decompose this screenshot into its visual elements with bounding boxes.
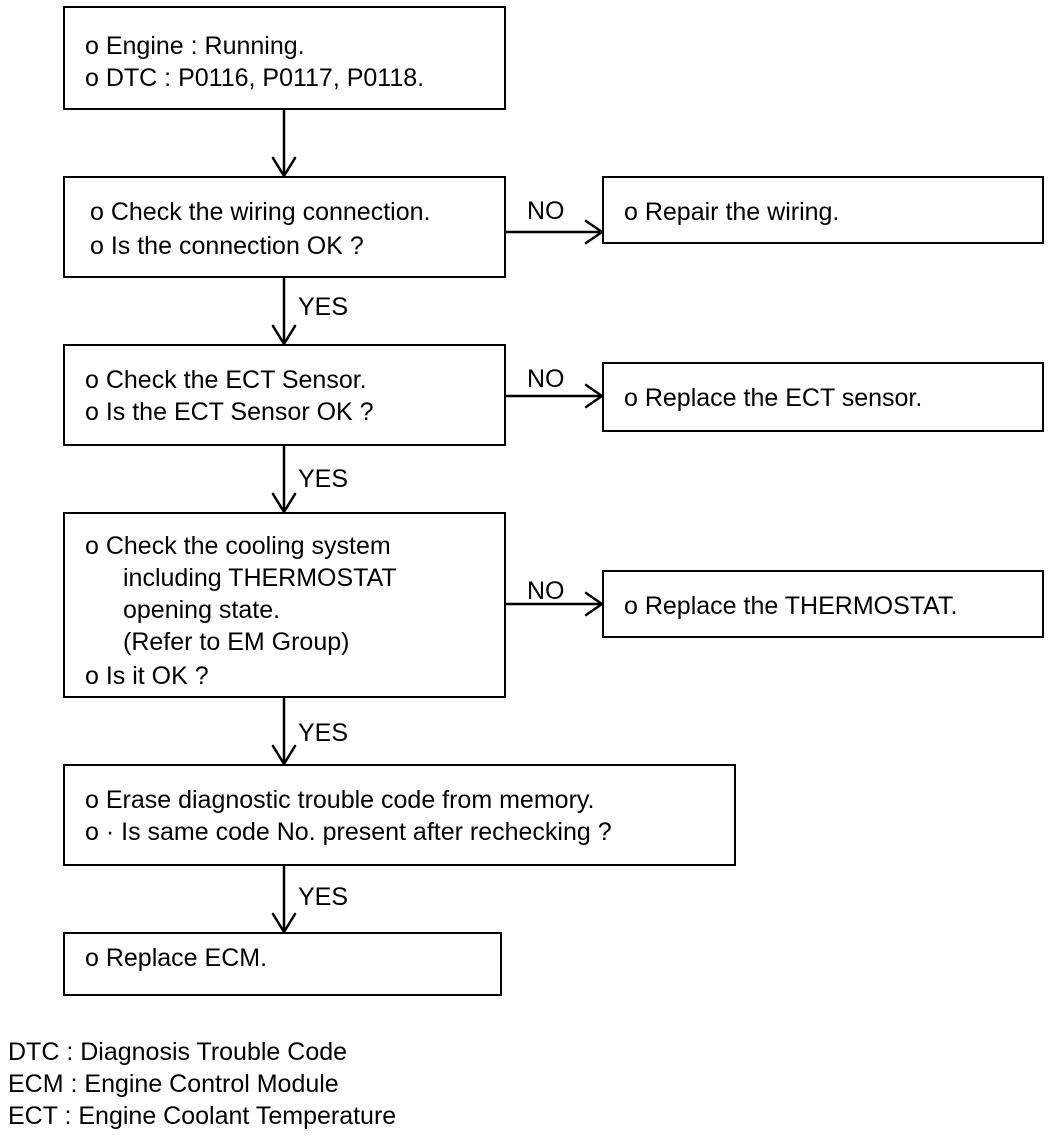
start-line-engine: o Engine : Running. bbox=[85, 32, 305, 60]
no-label-ect: NO bbox=[527, 365, 565, 393]
legend-ect: ECT : Engine Coolant Temperature bbox=[8, 1102, 397, 1130]
ect-line-question: o Is the ECT Sensor OK ? bbox=[85, 398, 374, 426]
no-label-cooling: NO bbox=[527, 577, 565, 605]
erase-line-erase: o Erase diagnostic trouble code from mem… bbox=[85, 786, 595, 814]
cooling-line-check: o Check the cooling system bbox=[85, 532, 391, 560]
legend-ecm: ECM : Engine Control Module bbox=[8, 1070, 339, 1098]
erase-dtc-box: o Erase diagnostic trouble code from mem… bbox=[63, 764, 736, 866]
legend-dtc: DTC : Diagnosis Trouble Code bbox=[8, 1038, 348, 1066]
start-line-dtc: o DTC : P0116, P0117, P0118. bbox=[85, 64, 425, 92]
repair-wiring-line: o Repair the wiring. bbox=[624, 198, 840, 226]
replace-ect-line: o Replace the ECT sensor. bbox=[624, 384, 923, 412]
ect-line-check: o Check the ECT Sensor. bbox=[85, 366, 367, 394]
ect-check-box: o Check the ECT Sensor. o Is the ECT Sen… bbox=[63, 344, 506, 446]
replace-thermostat-line: o Replace the THERMOSTAT. bbox=[624, 592, 958, 620]
replace-ecm-line: o Replace ECM. bbox=[85, 944, 268, 972]
replace-ecm-box: o Replace ECM. bbox=[63, 932, 502, 996]
cooling-check-box: o Check the cooling system including THE… bbox=[63, 512, 506, 698]
cooling-line-opening: opening state. bbox=[123, 596, 281, 624]
wiring-check-box: o Check the wiring connection. o Is the … bbox=[63, 176, 506, 278]
yes-label-wiring: YES bbox=[298, 293, 349, 321]
erase-line-question: o · Is same code No. present after reche… bbox=[85, 818, 612, 846]
replace-thermostat-box: o Replace the THERMOSTAT. bbox=[602, 570, 1044, 638]
yes-label-cooling: YES bbox=[298, 719, 349, 747]
start-conditions-box: o Engine : Running. o DTC : P0116, P0117… bbox=[63, 6, 506, 110]
repair-wiring-box: o Repair the wiring. bbox=[602, 176, 1044, 244]
no-label-wiring: NO bbox=[527, 197, 565, 225]
cooling-line-question: o Is it OK ? bbox=[85, 662, 209, 690]
yes-label-erase: YES bbox=[298, 883, 349, 911]
yes-label-ect: YES bbox=[298, 465, 349, 493]
cooling-line-thermostat: including THERMOSTAT bbox=[123, 564, 397, 592]
cooling-line-refer: (Refer to EM Group) bbox=[123, 628, 350, 656]
wiring-line-check: o Check the wiring connection. bbox=[90, 198, 431, 226]
replace-ect-box: o Replace the ECT sensor. bbox=[602, 362, 1044, 432]
wiring-line-question: o Is the connection OK ? bbox=[90, 232, 364, 260]
